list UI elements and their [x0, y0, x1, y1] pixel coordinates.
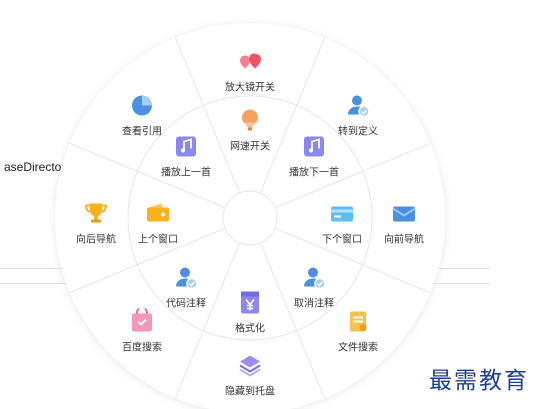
- forward-navigate-button[interactable]: 向前导航: [384, 201, 424, 246]
- play-previous-label: 播放上一首: [161, 167, 211, 179]
- previous-window-button[interactable]: 上个窗口: [138, 201, 178, 246]
- watermark: 最需教育: [429, 368, 529, 394]
- wallet-icon: [147, 203, 169, 222]
- layers-icon: [239, 355, 261, 377]
- sector-divider: [69, 142, 226, 209]
- play-previous-button[interactable]: 播放上一首: [161, 134, 211, 179]
- network-speed-toggle-button[interactable]: 网速开关: [230, 108, 270, 153]
- sector-divider: [259, 37, 326, 194]
- hide-to-tray-label: 隐藏到托盘: [225, 386, 275, 398]
- sector-divider: [274, 227, 431, 294]
- forward-navigate-label: 向前导航: [384, 234, 424, 246]
- view-references-button[interactable]: 查看引用: [122, 93, 162, 138]
- format-label: 格式化: [235, 323, 265, 335]
- trophy-icon: [84, 203, 108, 223]
- magnifier-toggle-label: 放大镜开关: [225, 82, 275, 94]
- sector-divider: [69, 227, 226, 294]
- play-next-button[interactable]: 播放下一首: [289, 134, 339, 179]
- sector-dividers: [69, 37, 431, 399]
- format-button[interactable]: 格式化: [235, 290, 265, 335]
- file-search-button[interactable]: 文件搜索: [338, 309, 378, 354]
- user-check-icon: [348, 95, 370, 118]
- sector-divider: [274, 142, 431, 209]
- magnifier-toggle-button[interactable]: 放大镜开关: [225, 49, 275, 94]
- file-search-label: 文件搜索: [338, 342, 378, 354]
- user-check-icon: [304, 267, 326, 290]
- sector-divider: [259, 242, 326, 399]
- envelope-icon: [392, 206, 416, 222]
- user-check-icon: [176, 267, 198, 290]
- inner-ring: [127, 95, 373, 341]
- baidu-search-button[interactable]: 百度搜索: [122, 308, 162, 354]
- cancel-comment-label: 取消注释: [294, 298, 334, 310]
- baidu-search-label: 百度搜索: [122, 342, 162, 354]
- music-note-icon: [176, 136, 196, 157]
- next-window-button[interactable]: 下个窗口: [322, 201, 362, 246]
- hide-to-tray-button[interactable]: 隐藏到托盘: [225, 353, 275, 398]
- music-note-icon: [304, 136, 324, 157]
- background-window-text: aseDirector: [4, 160, 66, 174]
- cancel-comment-button[interactable]: 取消注释: [294, 265, 334, 310]
- hot-air-balloon-icon: [242, 109, 258, 131]
- yen-box-icon: [241, 291, 259, 314]
- previous-window-label: 上个窗口: [138, 234, 178, 246]
- comment-code-label: 代码注释: [166, 298, 206, 310]
- bag-icon: [132, 308, 152, 332]
- sector-divider: [174, 242, 241, 399]
- play-next-label: 播放下一首: [289, 167, 339, 179]
- back-navigate-label: 向后导航: [76, 234, 116, 246]
- center-hub: [222, 190, 278, 246]
- view-references-label: 查看引用: [122, 126, 162, 138]
- back-navigate-button[interactable]: 向后导航: [76, 201, 116, 246]
- document-icon: [350, 311, 367, 332]
- network-speed-toggle-label: 网速开关: [230, 141, 270, 153]
- card-icon: [331, 206, 353, 222]
- pie-chart-icon: [132, 95, 152, 116]
- comment-code-button[interactable]: 代码注释: [166, 265, 206, 310]
- goto-definition-label: 转到定义: [338, 126, 378, 138]
- sector-divider: [174, 37, 241, 194]
- goto-definition-button[interactable]: 转到定义: [338, 93, 378, 138]
- hearts-icon: [240, 53, 261, 69]
- next-window-label: 下个窗口: [322, 234, 362, 246]
